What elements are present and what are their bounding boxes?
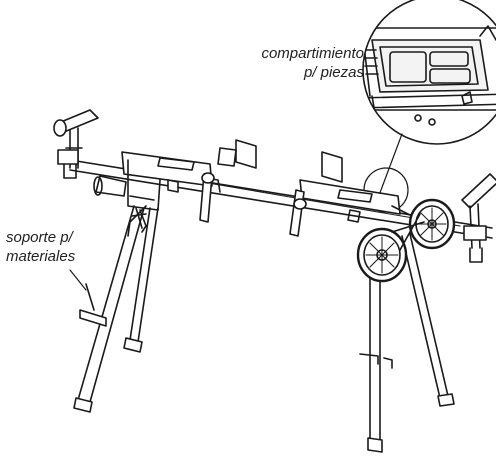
rear-wheel <box>408 198 456 250</box>
compartment-label-line1: compartimiento <box>261 45 364 62</box>
wheel-axle <box>391 213 425 251</box>
compartment-detail-circle <box>362 0 496 145</box>
compartment-label-line2: p/ piezas <box>303 64 364 81</box>
right-roller-support <box>461 173 496 263</box>
material-support-bracket <box>79 283 107 327</box>
left-front-leg <box>73 205 147 413</box>
front-wheel <box>356 227 408 283</box>
material-support-label: soporte p/ materiales <box>6 228 116 266</box>
right-rear-leg <box>401 233 455 407</box>
material-support-label-line1: soporte p/ <box>6 229 73 246</box>
left-roller-support <box>53 109 99 179</box>
compartment-label: compartimiento p/ piezas <box>214 44 364 82</box>
compartment-leader-line <box>377 133 403 199</box>
material-support-label-line2: materiales <box>6 248 76 265</box>
right-table-bracket <box>289 151 421 237</box>
support-leader-line <box>69 269 87 291</box>
left-table-bracket <box>93 139 257 223</box>
left-rear-leg <box>123 207 159 353</box>
